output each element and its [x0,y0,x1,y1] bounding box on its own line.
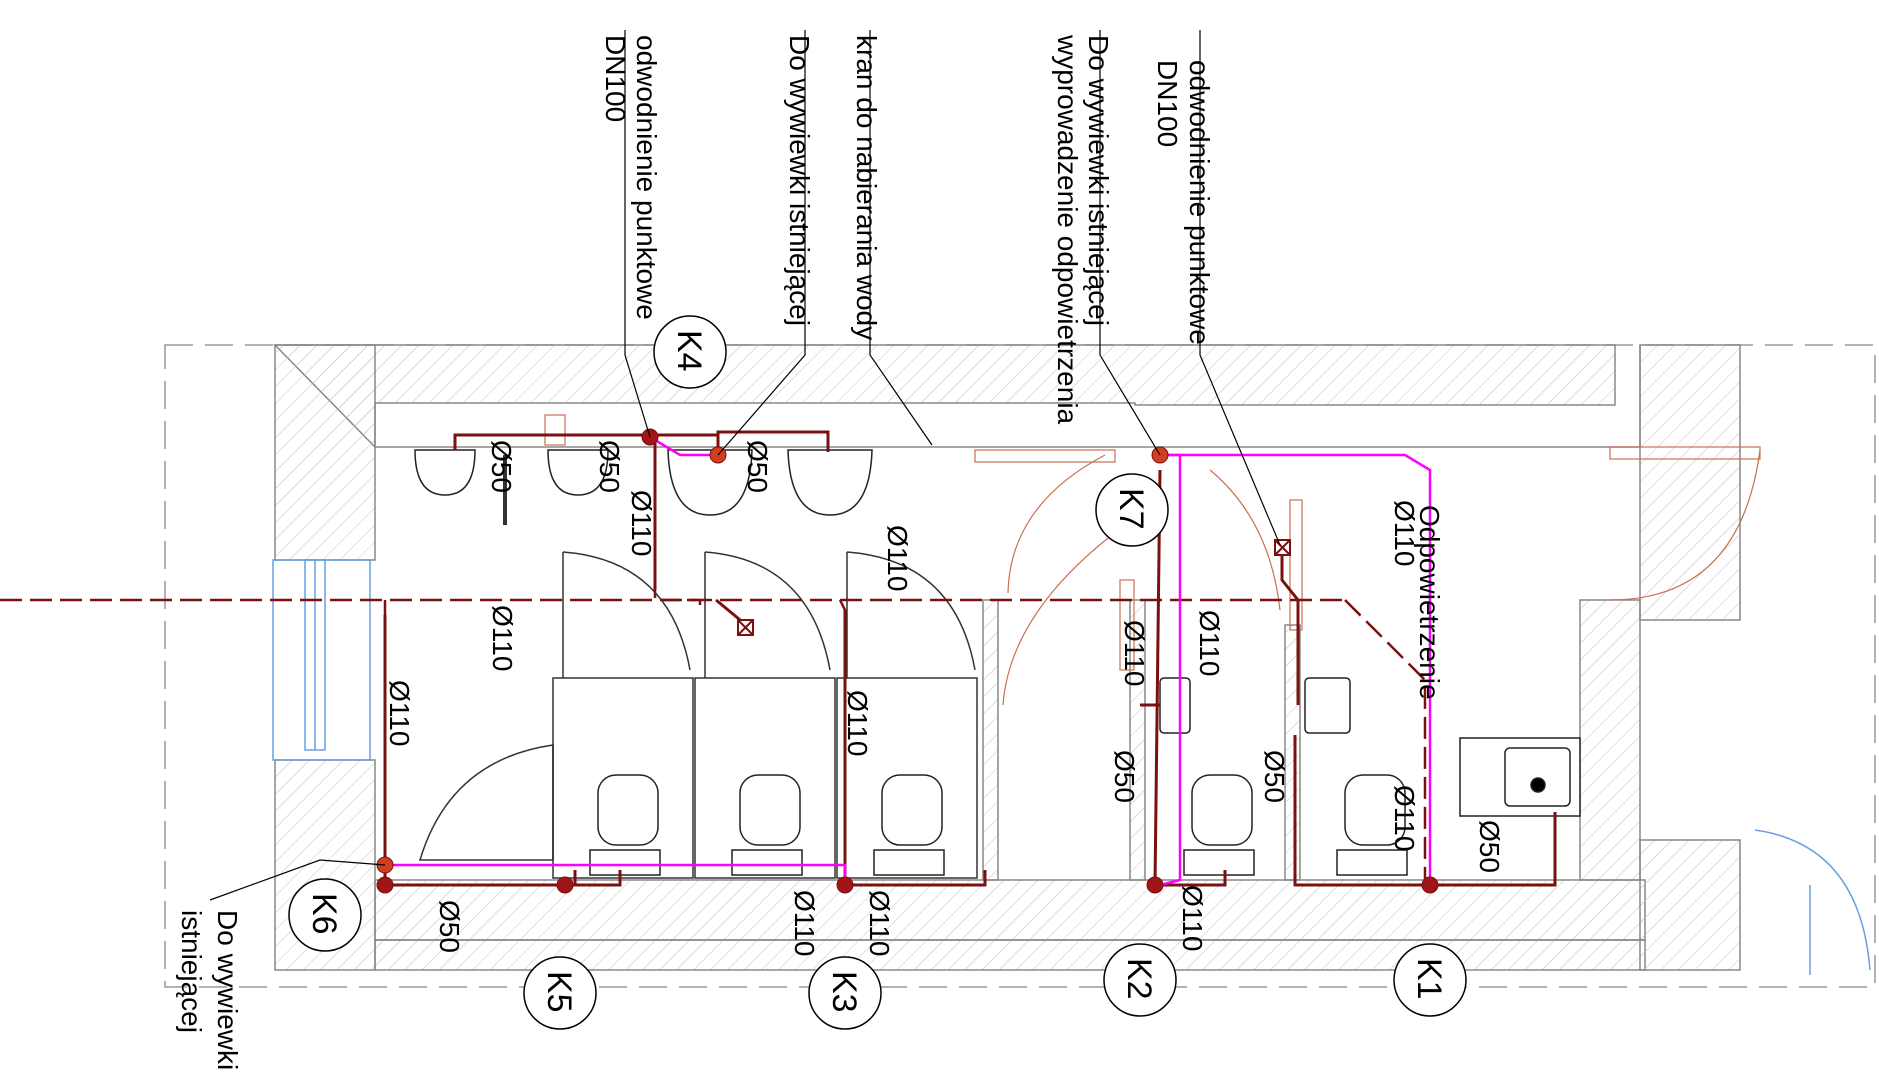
riser-marker-k6: K6 [288,878,362,952]
pipe-label: Ø110 [882,525,913,591]
riser-marker-k5: K5 [523,956,597,1030]
label-odwodnienie-right: odwodnienie punktowe [1184,60,1215,345]
pipe-label: Ø50 [1259,750,1290,803]
pipe-label: Ø110 [789,890,820,956]
pipe-label: Ø110 [384,680,415,746]
pipe-label: Ø50 [1109,750,1140,803]
riser-label: K2 [1120,958,1158,1000]
label-do-wywiewki-left: Do wywiewki istniejącej [784,35,815,326]
vent-pipes [385,438,1432,887]
sewer-pipes [383,430,1557,887]
riser-label: K1 [1410,958,1448,1000]
pipe-label: Ø110 [1389,500,1420,566]
pipe-label: Ø110 [864,890,895,956]
window [272,559,371,761]
doors [544,414,1761,706]
sewer-dashed-branch-2 [838,599,847,880]
label-do-wywiewki-right-2: wyprowadzenie odpowietrzenia [1052,34,1083,425]
main-sewer-diagonal [1344,599,1427,880]
pipe-label: Ø110 [1119,620,1150,686]
floor-drain-left [737,619,754,636]
pipe-label: Ø110 [842,690,873,756]
riser-label: K3 [825,971,863,1013]
riser-marker-k1: K1 [1393,943,1467,1017]
riser-markers: K4 K7 K6 K5 K3 K2 K1 [288,315,1467,1030]
sewer-dashed-branch-1 [653,580,702,610]
stall-partitions [418,551,978,879]
pipe-label: Ø50 [742,440,773,493]
riser-marker-k4: K4 [653,315,727,389]
pipe-label: Ø50 [594,440,625,493]
entrance-door [1754,829,1871,975]
wc-bowls [589,774,1408,876]
pipe-label: Ø50 [434,900,465,953]
riser-label: K6 [305,893,343,935]
label-do-wywiewki-bottom-2: istniejącej [176,910,207,1033]
leader-lines [209,30,1281,901]
label-kran: kran do nabierania wody [851,35,882,340]
pipe-label: Ø110 [626,490,657,556]
label-dn100-right: DN100 [1152,60,1183,147]
pipe-label: Ø50 [486,440,517,493]
pipe-diameter-labels: Ø50 Ø50 Ø110 Ø50 Ø110 Ø110 Ø110 Ø110 Ø50… [384,440,1505,956]
pipe-label: Ø110 [1389,785,1420,851]
pipe-label: Ø110 [1194,610,1225,676]
label-group: odwodnienie punktowe DN100 Do wywiewki i… [176,34,1445,1070]
label-dn100-left: DN100 [600,35,631,122]
label-odwodnienie-left: odwodnienie punktowe [631,35,662,320]
label-odpowietrzenie: Odpowietrzenie [1414,505,1445,700]
riser-marker-k3: K3 [808,956,882,1030]
label-do-wywiewki-bottom-1: Do wywiewki [212,910,243,1070]
pipe-label: Ø110 [1177,885,1208,951]
riser-label: K7 [1112,488,1150,530]
floor-drain-right [1274,539,1291,556]
label-do-wywiewki-right-1: Do wywiewki istniejącej [1083,35,1114,326]
riser-marker-k2: K2 [1103,943,1177,1017]
riser-label: K5 [540,971,578,1013]
riser-label: K4 [670,330,708,372]
riser-marker-k7: K7 [1095,473,1169,547]
washbasins [414,449,1581,817]
pipe-label: Ø110 [487,605,518,671]
pipe-label: Ø50 [1474,820,1505,873]
